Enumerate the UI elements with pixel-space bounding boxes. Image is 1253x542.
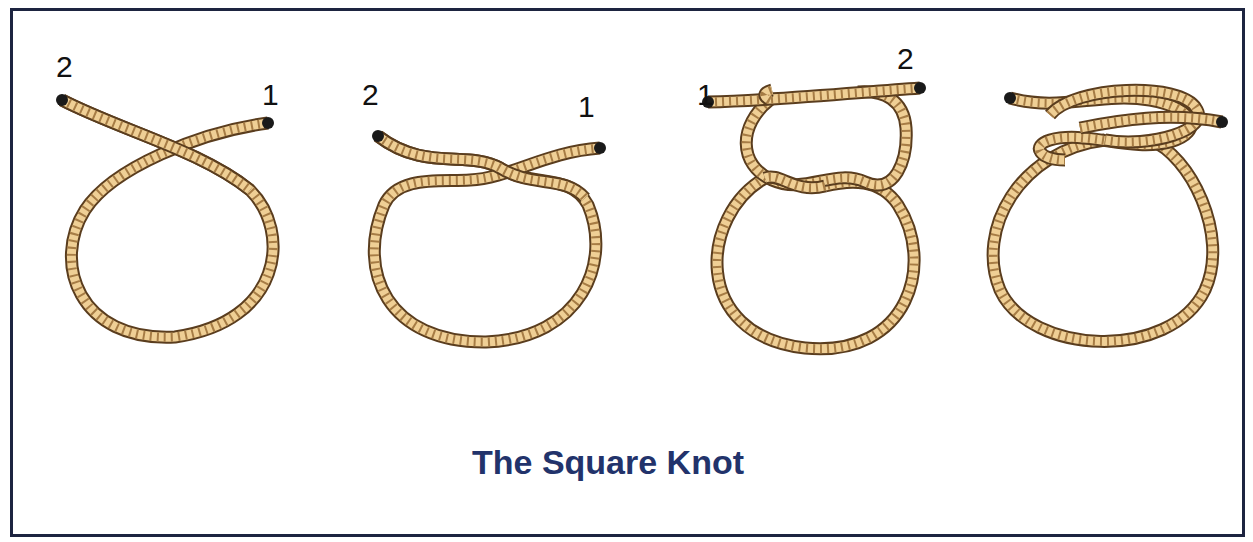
rope-segment: [708, 88, 920, 102]
diagram-title: The Square Knot: [472, 444, 744, 481]
rope-end: [372, 130, 384, 142]
rope-segment: [993, 140, 1213, 341]
rope: [993, 140, 1213, 341]
rope: [62, 100, 273, 337]
rope: [765, 90, 772, 100]
rope: [765, 177, 825, 188]
rope: [765, 90, 772, 100]
rope: [993, 140, 1213, 341]
rope: [62, 100, 250, 190]
rope: [62, 100, 250, 190]
rope: [717, 178, 914, 349]
rope: [708, 88, 920, 102]
rope-segment: [374, 136, 600, 342]
rope: [717, 178, 914, 349]
rope: [1080, 117, 1222, 128]
rope-end: [594, 142, 606, 154]
rope: [1080, 117, 1222, 128]
rope-end: [1004, 92, 1016, 104]
strand-number: 2: [56, 52, 73, 82]
strand-number: 2: [362, 80, 379, 110]
rope-end: [1216, 116, 1228, 128]
rope: [708, 88, 920, 102]
rope: [765, 177, 825, 188]
rope: [378, 136, 585, 198]
rope: [378, 136, 585, 198]
rope: [374, 136, 600, 342]
rope-segment: [62, 100, 273, 337]
rope: [374, 136, 600, 342]
strand-number: 1: [578, 92, 595, 122]
strand-number: 1: [262, 80, 279, 110]
rope-segment: [765, 90, 772, 100]
rope-end: [914, 82, 926, 94]
rope: [765, 177, 825, 188]
rope-segment: [717, 178, 914, 349]
rope-end: [262, 117, 274, 129]
rope-segment: [1080, 117, 1222, 128]
strand-number: 2: [897, 44, 914, 74]
strand-number: 1: [697, 80, 714, 110]
rope: [708, 88, 920, 102]
rope: [62, 100, 273, 337]
rope: [993, 140, 1213, 341]
rope-end: [56, 94, 68, 106]
rope-segment: [62, 100, 250, 190]
rope-segment: [765, 177, 825, 188]
rope-segment: [378, 136, 585, 198]
rope: [717, 178, 914, 349]
rope: [765, 90, 772, 100]
rope: [374, 136, 600, 342]
rope: [62, 100, 273, 337]
rope: [1080, 117, 1222, 128]
rope: [378, 136, 585, 198]
rope: [62, 100, 250, 190]
